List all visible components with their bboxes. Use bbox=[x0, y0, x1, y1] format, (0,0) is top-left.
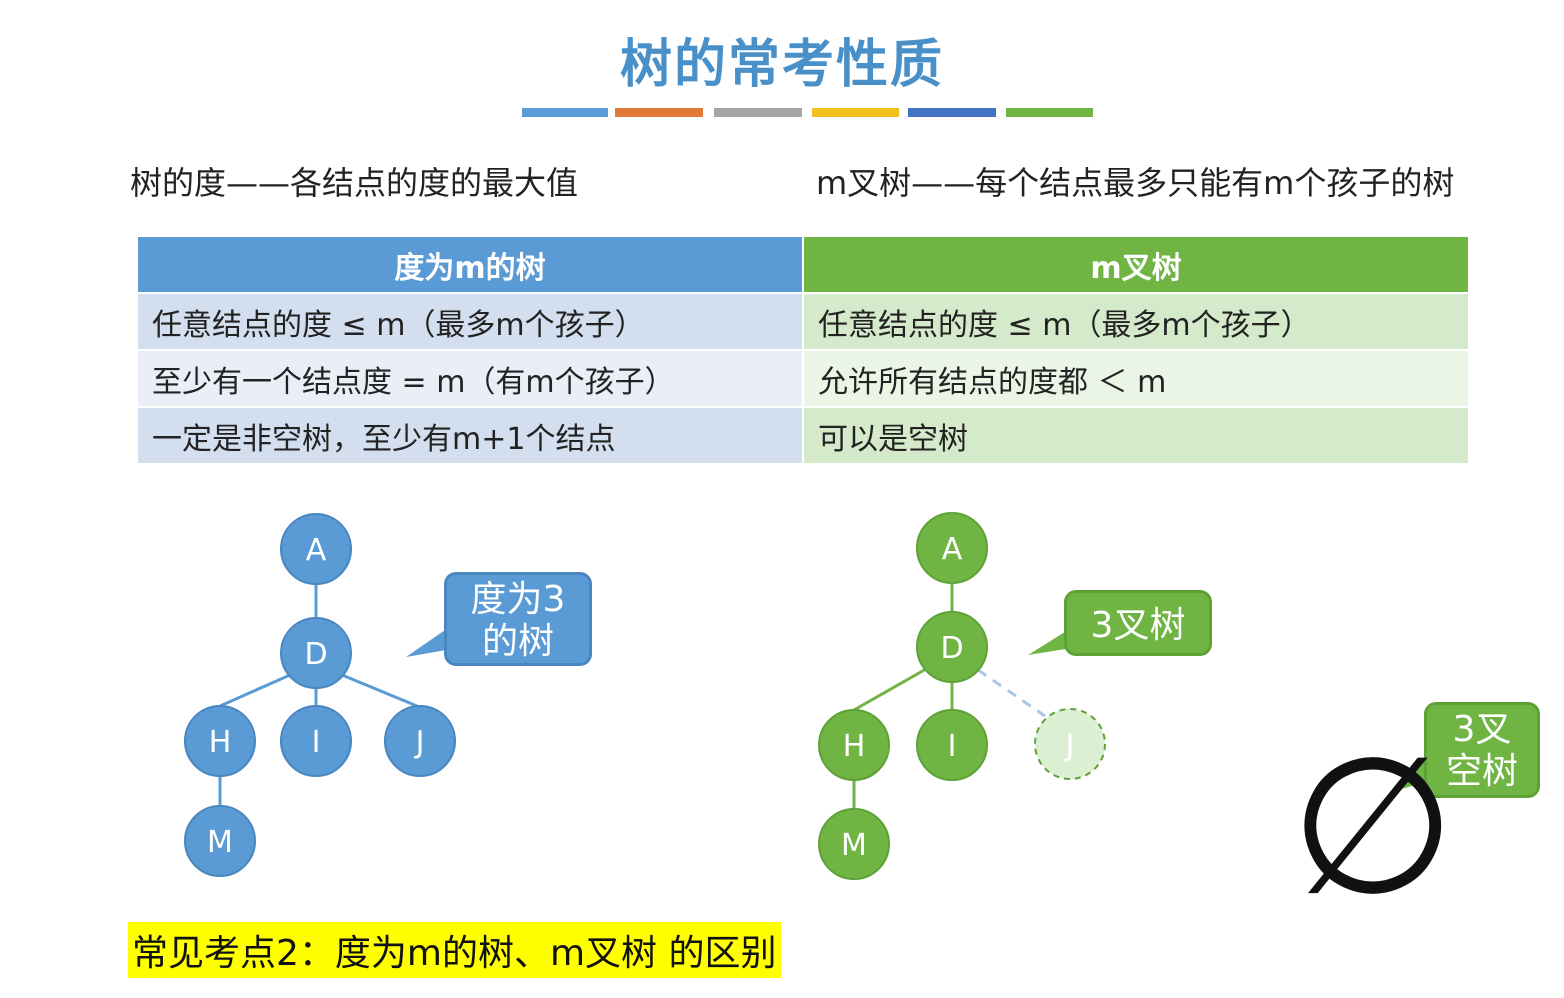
header-degree-m-tree: 度为m的树 bbox=[136, 235, 804, 294]
svg-text:M: M bbox=[207, 825, 233, 860]
left-tree-node-i: I bbox=[280, 705, 352, 777]
table-row: 至少有一个结点度 = m（有m个孩子） 允许所有结点的度都 ＜ m bbox=[136, 349, 1470, 408]
table-row: 一定是非空树，至少有m+1个结点 可以是空树 bbox=[136, 406, 1470, 465]
color-bar bbox=[522, 108, 608, 117]
table-header-row: 度为m的树 m叉树 bbox=[136, 235, 1470, 294]
callout-3-ary-tree: 3叉树 bbox=[1064, 590, 1212, 656]
left-tree-node-h: H bbox=[184, 705, 256, 777]
left-tree-edges bbox=[218, 585, 418, 806]
right-tree-node-i: I bbox=[916, 709, 988, 781]
tree-degree-definition: 树的度——各结点的度的最大值 bbox=[130, 164, 579, 202]
svg-text:J: J bbox=[1064, 728, 1075, 763]
m-ary-tree-definition: m叉树——每个结点最多只能有m个孩子的树 bbox=[816, 164, 1455, 202]
table-row: 任意结点的度 ≤ m（最多m个孩子） 任意结点的度 ≤ m（最多m个孩子） bbox=[136, 292, 1470, 351]
left-tree-node-j: J bbox=[384, 705, 456, 777]
svg-text:D: D bbox=[940, 631, 963, 666]
right-tree-node-m: M bbox=[818, 808, 890, 880]
callout-line: 3叉 bbox=[1452, 709, 1512, 750]
right-tree-node-h: H bbox=[818, 709, 890, 781]
callout-empty-3-ary-tree: 3叉 空树 bbox=[1424, 702, 1540, 798]
svg-text:J: J bbox=[414, 725, 425, 760]
page-title: 树的常考性质 bbox=[619, 35, 944, 95]
table-cell: 任意结点的度 ≤ m（最多m个孩子） bbox=[802, 292, 1470, 351]
left-tree-node-d: D bbox=[280, 617, 352, 689]
svg-text:I: I bbox=[312, 725, 321, 760]
right-tree-node-d: D bbox=[916, 611, 988, 683]
svg-text:H: H bbox=[209, 725, 232, 760]
color-bar bbox=[615, 108, 703, 117]
color-bar bbox=[714, 108, 802, 117]
table-cell: 任意结点的度 ≤ m（最多m个孩子） bbox=[136, 292, 804, 351]
comparison-table: 度为m的树 m叉树 任意结点的度 ≤ m（最多m个孩子） 任意结点的度 ≤ m（… bbox=[136, 235, 1470, 465]
table-cell: 可以是空树 bbox=[802, 406, 1470, 465]
svg-text:D: D bbox=[304, 637, 327, 672]
table-cell: 允许所有结点的度都 ＜ m bbox=[802, 349, 1470, 408]
svg-text:A: A bbox=[942, 532, 963, 567]
svg-text:M: M bbox=[841, 828, 867, 863]
exam-point-highlight: 常见考点2：度为m的树、m叉树 的区别 bbox=[128, 922, 781, 978]
svg-text:I: I bbox=[948, 729, 957, 764]
svg-text:A: A bbox=[306, 533, 327, 568]
callout-line: 的树 bbox=[481, 621, 554, 662]
color-bar bbox=[812, 108, 899, 117]
empty-set-symbol: ∅ bbox=[1290, 716, 1456, 937]
left-tree-node-m: M bbox=[184, 805, 256, 877]
callout-degree-3-tree: 度为3 的树 bbox=[444, 572, 592, 666]
table-cell: 至少有一个结点度 = m（有m个孩子） bbox=[136, 349, 804, 408]
right-tree-edges bbox=[852, 582, 954, 810]
table-cell: 一定是非空树，至少有m+1个结点 bbox=[136, 406, 804, 465]
callout-line: 度为3 bbox=[470, 579, 566, 620]
header-m-ary-tree: m叉树 bbox=[802, 235, 1470, 294]
right-tree-node-j-dashed: J bbox=[1034, 708, 1106, 780]
color-bar bbox=[1006, 108, 1093, 117]
left-tree-node-a: A bbox=[280, 513, 352, 585]
right-tree-node-a: A bbox=[916, 512, 988, 584]
color-bar bbox=[908, 108, 996, 117]
callout-line: 空树 bbox=[1445, 751, 1518, 792]
svg-text:H: H bbox=[843, 729, 866, 764]
dashed-edge-d-j bbox=[977, 668, 1046, 718]
